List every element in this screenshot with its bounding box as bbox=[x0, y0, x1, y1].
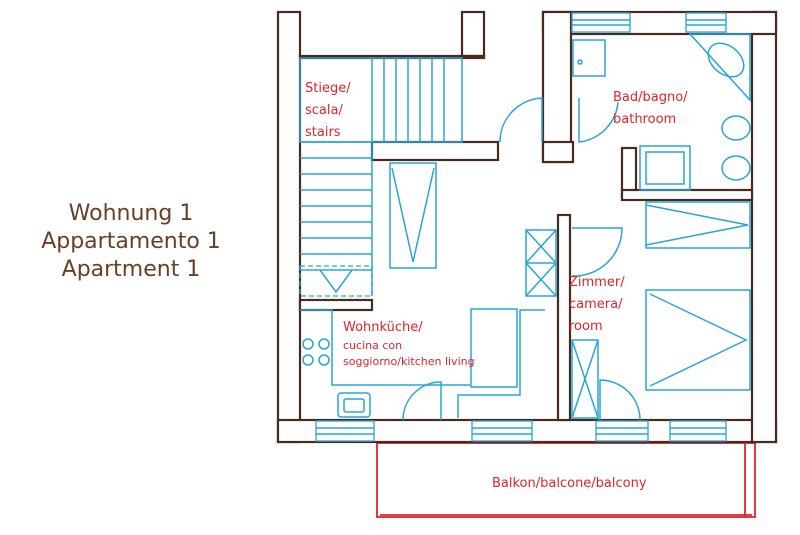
bed bbox=[571, 201, 751, 419]
bedroom-label-3: room bbox=[569, 319, 603, 334]
apartment-title: Wohnung 1 Appartamento 1 Apartment 1 bbox=[20, 200, 242, 284]
bathroom-fixtures bbox=[572, 33, 751, 191]
exterior-walls bbox=[276, 10, 778, 444]
balcony-label: Balkon/balcone/balcony bbox=[492, 476, 647, 491]
living-label-1: Wohnküche/ bbox=[343, 320, 423, 335]
windows bbox=[315, 12, 727, 442]
stairs-label-2: scala/ bbox=[305, 103, 343, 118]
bedroom-label-1: Zimmer/ bbox=[569, 275, 625, 290]
living-label-3: soggiorno/kitchen living bbox=[343, 355, 475, 368]
kitchen-counter bbox=[300, 308, 545, 418]
room-labels: Stiege/ scala/ stairs Bad/bagno/ bathroo… bbox=[305, 81, 688, 491]
interior-walls bbox=[298, 10, 754, 422]
stairs-label-3: stairs bbox=[305, 125, 341, 140]
bedroom-label-2: camera/ bbox=[569, 297, 623, 312]
wardrobe-hall bbox=[389, 162, 437, 269]
stairs-label-1: Stiege/ bbox=[305, 81, 351, 96]
doors bbox=[402, 97, 641, 421]
kitchen-shelf bbox=[525, 229, 557, 297]
apartment-title-de: Wohnung 1 bbox=[68, 201, 194, 226]
living-label-2: cucina con bbox=[343, 339, 402, 352]
bathroom-label-1: Bad/bagno/ bbox=[613, 90, 688, 105]
bathroom-label-2: bathroom bbox=[613, 112, 676, 127]
apartment-title-en: Apartment 1 bbox=[61, 257, 201, 282]
staircase bbox=[299, 57, 463, 297]
apartment-title-it: Appartamento 1 bbox=[41, 229, 221, 254]
